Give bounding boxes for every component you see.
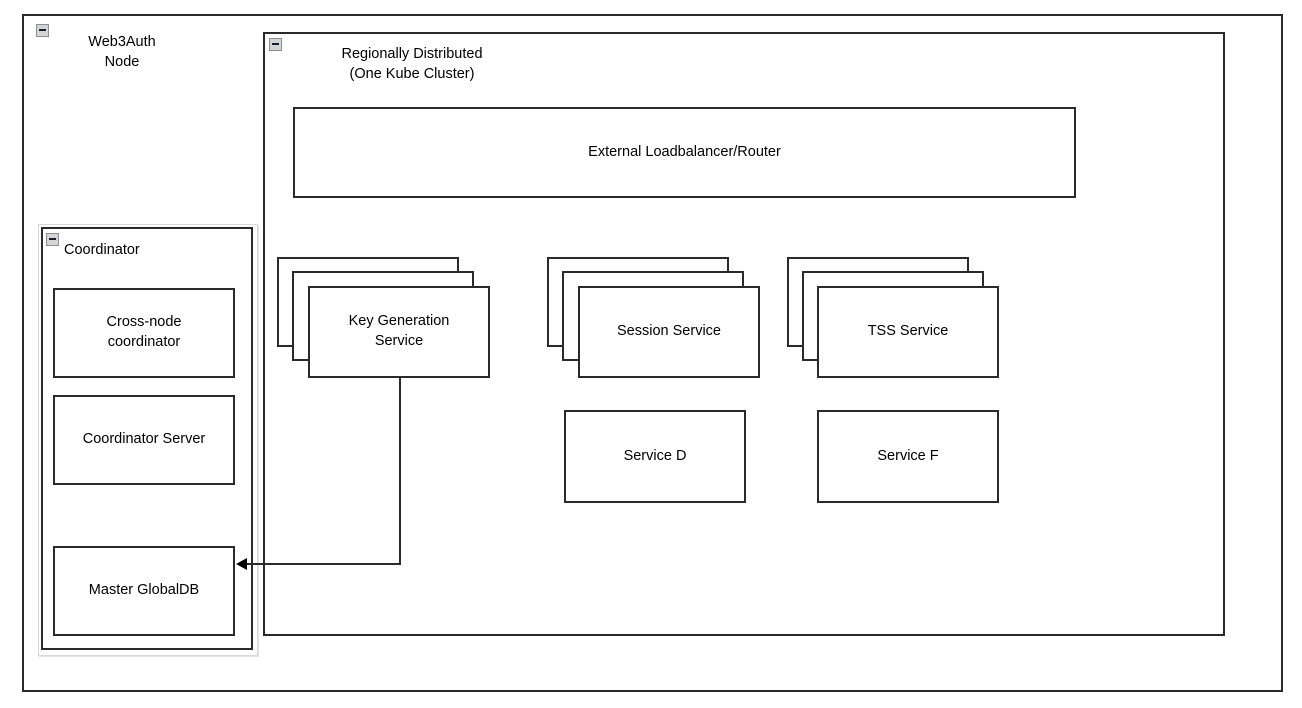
- collapse-minus-icon[interactable]: [269, 38, 282, 51]
- web3auth-node-label: Web3Auth Node: [88, 34, 156, 70]
- service-f-label: Service F: [877, 447, 939, 464]
- master-globaldb-box[interactable]: Master GlobalDB: [53, 546, 235, 636]
- cross-node-coordinator-label: Cross-node coordinator: [106, 314, 182, 350]
- left-arrowhead-icon: [236, 558, 247, 570]
- regionally-distributed-label: Regionally Distributed (One Kube Cluster…: [341, 46, 483, 82]
- key-generation-service-box[interactable]: Key Generation Service: [308, 286, 490, 378]
- service-d-box[interactable]: Service D: [564, 410, 746, 503]
- tss-service-label: TSS Service: [867, 323, 949, 340]
- connector-vertical-segment: [399, 378, 401, 565]
- collapse-minus-icon[interactable]: [46, 233, 59, 246]
- master-globaldb-label: Master GlobalDB: [88, 582, 200, 599]
- cross-node-coordinator-box[interactable]: Cross-node coordinator: [53, 288, 235, 378]
- session-service-box[interactable]: Session Service: [578, 286, 760, 378]
- key-generation-service-label: Key Generation Service: [348, 313, 450, 349]
- tss-service-box[interactable]: TSS Service: [817, 286, 999, 378]
- service-d-label: Service D: [623, 447, 687, 464]
- session-service-label: Session Service: [617, 323, 721, 340]
- connector-horizontal-segment: [246, 563, 401, 565]
- external-loadbalancer-router-label: External Loadbalancer/Router: [588, 143, 781, 160]
- collapse-minus-icon[interactable]: [36, 24, 49, 37]
- coordinator-label: Coordinator: [64, 242, 140, 258]
- coordinator-server-label: Coordinator Server: [82, 431, 206, 448]
- external-loadbalancer-router-box[interactable]: External Loadbalancer/Router: [293, 107, 1076, 198]
- coordinator-server-box[interactable]: Coordinator Server: [53, 395, 235, 485]
- service-f-box[interactable]: Service F: [817, 410, 999, 503]
